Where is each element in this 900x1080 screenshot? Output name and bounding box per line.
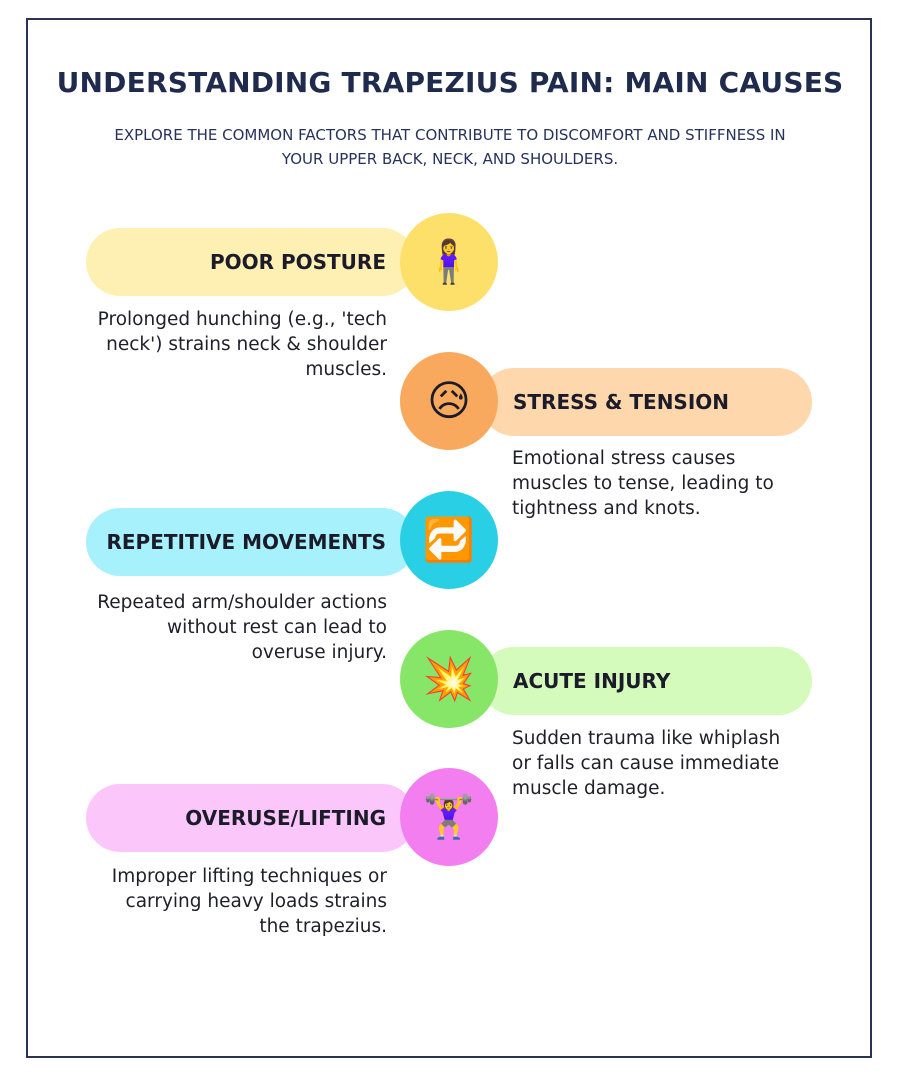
collision-burst-icon: 💥 (400, 630, 498, 728)
weightlifter-icon: 🏋️‍♀️ (422, 792, 476, 841)
cause-pill-poor-posture: POOR POSTURE (86, 228, 416, 296)
cause-label: REPETITIVE MOVEMENTS (106, 530, 386, 554)
weightlifter-icon: 🏋️‍♀️ (400, 768, 498, 866)
cause-pill-acute-injury: ACUTE INJURY (480, 647, 812, 715)
cause-description: Improper lifting techniques or carrying … (111, 866, 387, 937)
cause-label: POOR POSTURE (209, 250, 386, 274)
page-title: UNDERSTANDING TRAPEZIUS PAIN: MAIN CAUSE… (56, 66, 844, 99)
cause-description: Sudden trauma like whiplash or falls can… (512, 728, 781, 799)
cause-pill-stress-tension: STRESS & TENSION (480, 368, 812, 436)
repeat-arrows-icon: 🔁 (400, 491, 498, 589)
cause-description: Repeated arm/shoulder actions without re… (97, 592, 387, 663)
standing-woman-icon: 🧍‍♀️ (400, 213, 498, 311)
cause-label: OVERUSE/LIFTING (185, 806, 386, 830)
cause-description: Emotional stress causes muscles to tense… (512, 448, 774, 519)
repeat-arrows-icon: 🔁 (422, 515, 476, 564)
standing-woman-icon: 🧍‍♀️ (422, 237, 476, 286)
sad-sweat-face-icon: 😥 (400, 352, 498, 450)
page-subtitle: EXPLORE THE COMMON FACTORS THAT CONTRIBU… (114, 126, 786, 168)
collision-burst-icon: 💥 (422, 654, 476, 703)
cause-label: STRESS & TENSION (513, 390, 730, 414)
cause-pill-repetitive-movements: REPETITIVE MOVEMENTS (86, 508, 416, 576)
cause-description: Prolonged hunching (e.g., 'tech neck') s… (97, 309, 387, 380)
cause-label: ACUTE INJURY (513, 669, 671, 693)
sad-sweat-face-icon: 😥 (427, 376, 471, 425)
cause-pill-overuse-lifting: OVERUSE/LIFTING (86, 784, 416, 852)
